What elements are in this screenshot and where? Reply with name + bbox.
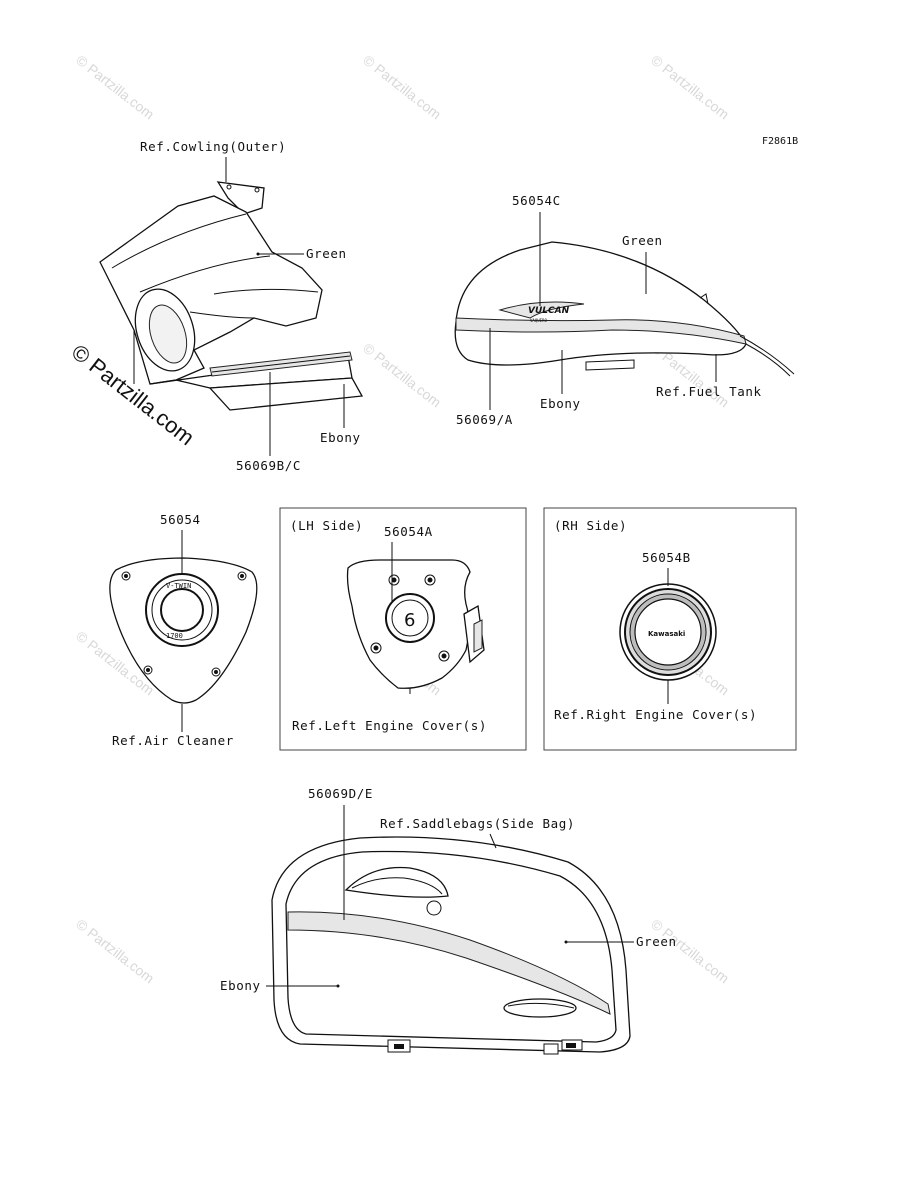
watermark-9: © Partzilla.com (73, 916, 157, 987)
figure-code: F2861B (762, 136, 798, 147)
air-cleaner-ref-label: Ref.Air Cleaner (112, 733, 234, 748)
right-cover-part-label: 56054B (642, 550, 691, 565)
saddlebag-ref-label: Ref.Saddlebags(Side Bag) (380, 816, 575, 831)
saddlebag-green-label: Green (636, 934, 677, 949)
tank-logo-text: VULCAN (528, 306, 570, 316)
left-cover-ref-label: Ref.Left Engine Cover(s) (292, 718, 487, 733)
saddlebag-part-label: 56069D/E (308, 786, 373, 801)
watermark-11: © Partzilla.com (648, 916, 732, 987)
right-cover-side-label: (RH Side) (554, 518, 627, 533)
left-cover-emblem-digit: 6 (404, 610, 415, 631)
fuel-tank-drawing: VULCAN VAQUERO (454, 241, 795, 377)
saddlebag-ebony-label: Ebony (220, 978, 261, 993)
right-cover-panel (543, 507, 797, 751)
right-cover-drawing: Kawasaki (619, 583, 717, 681)
air-cleaner-part-label: 56054 (160, 512, 201, 527)
air-cleaner-drawing: V-TWIN 1700 (109, 557, 258, 704)
cowling-drawing (99, 181, 364, 411)
cowling-part-label: 56069B/C (236, 458, 301, 473)
air-cleaner-emblem-top: V-TWIN (166, 582, 191, 590)
watermark-3: © Partzilla.com (648, 52, 732, 123)
left-cover-panel (279, 507, 527, 751)
saddlebag-drawing (271, 836, 631, 1055)
tank-emblem-part-label: 56054C (512, 193, 561, 208)
air-cleaner-emblem-bottom: 1700 (166, 632, 183, 640)
cowling-ebony-label: Ebony (320, 430, 361, 445)
cowling-ref-label: Ref.Cowling(Outer) (140, 139, 286, 154)
watermark-2: © Partzilla.com (360, 52, 444, 123)
tank-logo-sub: VAQUERO (530, 318, 547, 323)
tank-ref-label: Ref.Fuel Tank (656, 384, 762, 399)
watermark-1: © Partzilla.com (73, 52, 157, 123)
left-cover-part-label: 56054A (384, 524, 433, 539)
cowling-green-label: Green (306, 246, 347, 261)
left-cover-side-label: (LH Side) (290, 518, 363, 533)
tank-ebony-label: Ebony (540, 396, 581, 411)
tank-green-label: Green (622, 233, 663, 248)
right-cover-ref-label: Ref.Right Engine Cover(s) (554, 707, 757, 722)
left-cover-drawing: 6 (346, 559, 485, 694)
watermark-4: © Partzilla.com (360, 340, 444, 411)
right-cover-brand: Kawasaki (648, 630, 685, 638)
tank-stripe-part-label: 56069/A (456, 412, 513, 427)
